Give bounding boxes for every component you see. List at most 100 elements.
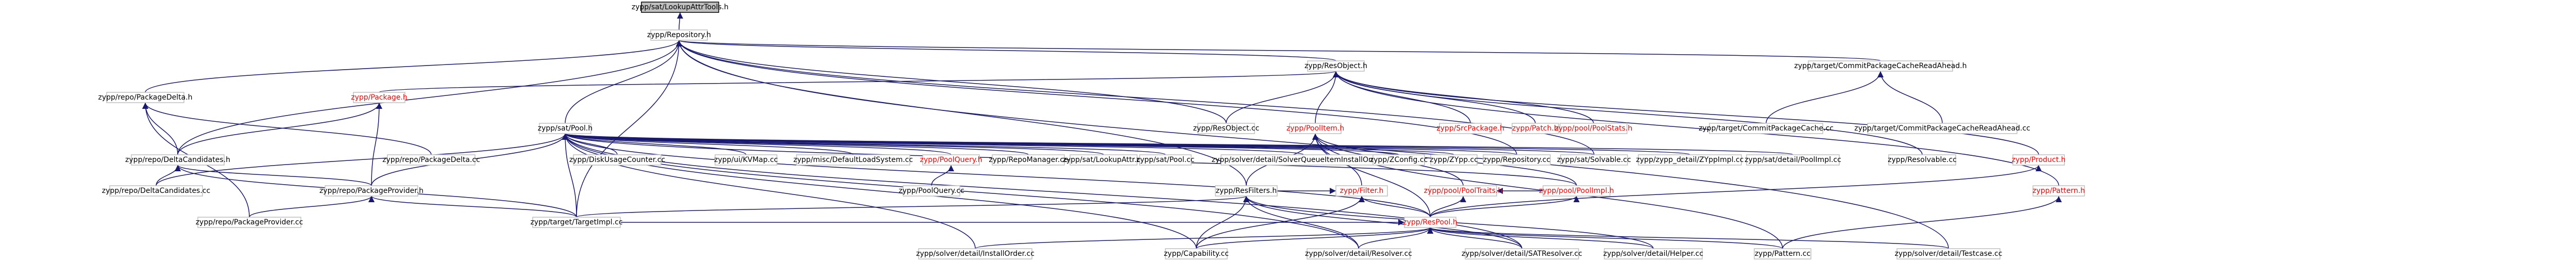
- node-PoolItem_h[interactable]: zypp/PoolItem.h: [1286, 123, 1344, 134]
- edge-Product_h-to-ResObject: [1333, 71, 2039, 155]
- node-DeltaCandidates_h[interactable]: zypp/repo/DeltaCandidates.h: [125, 154, 230, 166]
- node-PackageProvider_h[interactable]: zypp/repo/PackageProvider.h: [319, 185, 423, 197]
- node-Repository[interactable]: zypp/Repository.h: [647, 29, 711, 41]
- node-PackageDelta_h[interactable]: zypp/repo/PackageDelta.h: [98, 92, 193, 103]
- node-Filter_h[interactable]: zypp/Filter.h: [1335, 185, 1388, 197]
- edge-Pool_cc-to-Pool_h: [562, 133, 1166, 155]
- node-PoolTraits_h[interactable]: zypp/pool/PoolTraits.h: [1424, 185, 1503, 197]
- edge-KVMap_cc-to-Pool_h: [562, 133, 747, 155]
- node-box: [1746, 154, 1840, 166]
- node-Repository_cc[interactable]: zypp/Repository.cc: [1483, 154, 1551, 166]
- node-label: zypp/sat/Pool.cc: [1136, 156, 1194, 164]
- node-Testcase_cc[interactable]: zypp/solver/detail/Testcase.cc: [1895, 248, 2003, 259]
- edge-ResObject_cc-to-Repository: [676, 40, 1227, 124]
- node-box: [918, 248, 1032, 259]
- node-SolverQueueItemInstallOneOf_cc[interactable]: zypp/solver/detail/SolverQueueItemInstal…: [1212, 154, 1396, 166]
- node-label: zypp/target/CommitPackageCacheReadAhead.…: [1794, 62, 1967, 70]
- node-ResFilters_h[interactable]: zypp/ResFilters.h: [1215, 185, 1278, 197]
- node-label: zypp/ResObject.cc: [1193, 124, 1260, 133]
- node-label: zypp/repo/PackageDelta.h: [98, 93, 192, 102]
- edge-Repository-to-LookupAttrTools: [676, 12, 683, 30]
- node-PoolImpl_h[interactable]: zypp/pool/PoolImpl.h: [1539, 185, 1614, 197]
- node-ResObject_cc[interactable]: zypp/ResObject.cc: [1193, 123, 1260, 134]
- node-CommitPackageCache_cc[interactable]: zypp/target/CommitPackageCache.cc: [1699, 123, 1834, 134]
- node-label: zypp/SrcPackage.h: [1436, 124, 1504, 133]
- edge-Resolver_cc-to-ResPool_h: [1358, 227, 1433, 249]
- node-box: [1560, 154, 1628, 166]
- edge-DefaultLoadSystem_cc-to-Pool_h: [562, 133, 854, 155]
- node-box: [106, 92, 184, 103]
- node-Pattern_h[interactable]: zypp/Pattern.h: [2032, 185, 2085, 197]
- node-Pool_h[interactable]: zypp/sat/Pool.h: [538, 123, 593, 134]
- node-PackageDelta_cc[interactable]: zypp/repo/PackageDelta.cc: [382, 154, 480, 166]
- node-Helper_cc[interactable]: zypp/solver/detail/Helper.cc: [1603, 248, 1703, 259]
- node-box: [1165, 248, 1228, 259]
- edge-TargetImpl_cc-to-Pool_h: [562, 133, 577, 218]
- node-LookupAttr_cc[interactable]: zypp/sat/LookupAttr.cc: [1063, 154, 1145, 166]
- node-label: zypp/sat/detail/PoolImpl.cc: [1744, 156, 1841, 164]
- node-ZYppImpl_cc[interactable]: zypp/zypp_detail/ZYppImpl.cc: [1636, 154, 1744, 166]
- node-ZYpp_cc[interactable]: zypp/ZYpp.cc: [1430, 154, 1478, 166]
- node-PackageProvider_cc[interactable]: zypp/repo/PackageProvider.cc: [196, 217, 303, 228]
- node-box: [1335, 185, 1388, 197]
- node-PoolQuery_h[interactable]: zypp/PoolQuery.h: [920, 154, 982, 166]
- edge-PoolItem_h-to-ResObject: [1315, 71, 1339, 124]
- node-box: [539, 123, 591, 134]
- edge-Pattern_cc-to-Pattern_h: [1782, 196, 2062, 249]
- node-box: [650, 29, 708, 41]
- node-label: zypp/misc/DefaultLoadSystem.cc: [793, 156, 913, 164]
- node-box: [1289, 123, 1342, 134]
- edge-DeltaCandidates_cc-to-DeltaCandidates_h: [156, 165, 181, 186]
- node-PoolImpl_cc[interactable]: zypp/sat/detail/PoolImpl.cc: [1744, 154, 1841, 166]
- edge-DeltaCandidates_h-to-PackageDelta_h: [142, 102, 178, 155]
- node-CommitPackageCacheReadAhead_cc[interactable]: zypp/target/CommitPackageCacheReadAhead.…: [1854, 123, 2030, 134]
- node-label: zypp/ZConfig.cc: [1370, 156, 1428, 164]
- node-label: zypp/Patch.h: [1512, 124, 1558, 133]
- node-box: [1139, 154, 1192, 166]
- edge-ResPool_h-to-PoolTraits_h: [1430, 196, 1466, 218]
- node-SrcPackage_h[interactable]: zypp/SrcPackage.h: [1436, 123, 1504, 134]
- node-Resolver_cc[interactable]: zypp/solver/detail/Resolver.cc: [1305, 248, 1412, 259]
- node-Product_h[interactable]: zypp/Product.h: [2012, 154, 2066, 166]
- node-Resolvable_cc[interactable]: zypp/Resolvable.cc: [1888, 154, 1957, 166]
- node-label: zypp/solver/detail/Helper.cc: [1603, 250, 1703, 258]
- edge-DeltaCandidates_cc-to-Pool_h: [156, 133, 568, 186]
- edge-PoolImpl_cc-to-Pool_h: [563, 133, 1793, 155]
- node-Patch_h[interactable]: zypp/Patch.h: [1512, 123, 1559, 134]
- node-label: zypp/Package.h: [351, 93, 407, 102]
- node-ZConfig_cc[interactable]: zypp/ZConfig.cc: [1370, 154, 1428, 166]
- node-label: zypp/repo/DeltaCandidates.cc: [102, 187, 210, 195]
- node-InstallOrder_cc[interactable]: zypp/solver/detail/InstallOrder.cc: [916, 248, 1035, 259]
- node-label: zypp/Repository.h: [647, 31, 711, 39]
- node-DiskUsageCounter_cc[interactable]: zypp/DiskUsageCounter.cc: [569, 154, 665, 166]
- node-label: zypp/RepoManager.cc: [989, 156, 1067, 164]
- node-box: [922, 154, 980, 166]
- node-CommitPackageCacheReadAhead_h[interactable]: zypp/target/CommitPackageCacheReadAhead.…: [1794, 60, 1967, 72]
- node-PoolQuery_cc[interactable]: zypp/PoolQuery.cc: [899, 185, 964, 197]
- node-KVMap_cc[interactable]: zypp/ui/KVMap.cc: [714, 154, 778, 166]
- node-Solvable_cc[interactable]: zypp/sat/Solvable.cc: [1557, 154, 1631, 166]
- node-box: [1430, 154, 1478, 166]
- node-Package_h[interactable]: zypp/Package.h: [351, 92, 408, 103]
- node-Capability_cc[interactable]: zypp/Capability.cc: [1164, 248, 1229, 259]
- node-label: zypp/DiskUsageCounter.cc: [569, 156, 665, 164]
- edge-TargetImpl_cc-to-ResFilters_h: [576, 196, 1249, 218]
- node-Pool_cc[interactable]: zypp/sat/Pool.cc: [1136, 154, 1195, 166]
- node-label: zypp/sat/LookupAttr.cc: [1063, 156, 1145, 164]
- node-Pattern_cc[interactable]: zypp/Pattern.cc: [1754, 248, 1811, 259]
- node-box: [903, 185, 960, 197]
- node-PoolStats_h[interactable]: zypp/pool/PoolStats.h: [1555, 123, 1633, 134]
- node-DefaultLoadSystem_cc[interactable]: zypp/misc/DefaultLoadSystem.cc: [793, 154, 913, 166]
- node-DeltaCandidates_cc[interactable]: zypp/repo/DeltaCandidates.cc: [102, 185, 210, 197]
- node-box: [1867, 123, 2018, 134]
- node-box: [387, 154, 476, 166]
- node-ResPool_h[interactable]: zypp/ResPool.h: [1403, 217, 1458, 228]
- node-ResObject[interactable]: zypp/ResObject.h: [1304, 60, 1367, 72]
- edge-PackageProvider_cc-to-PackageProvider_h: [249, 196, 375, 218]
- node-label: zypp/target/CommitPackageCache.cc: [1699, 124, 1834, 133]
- node-SATResolver_cc[interactable]: zypp/solver/detail/SATResolver.cc: [1462, 248, 1582, 259]
- node-RepoManager_cc[interactable]: zypp/RepoManager.cc: [989, 154, 1068, 166]
- node-box: [1560, 123, 1628, 134]
- node-TargetImpl_cc[interactable]: zypp/target/TargetImpl.cc: [530, 217, 623, 228]
- node-box: [1604, 248, 1703, 259]
